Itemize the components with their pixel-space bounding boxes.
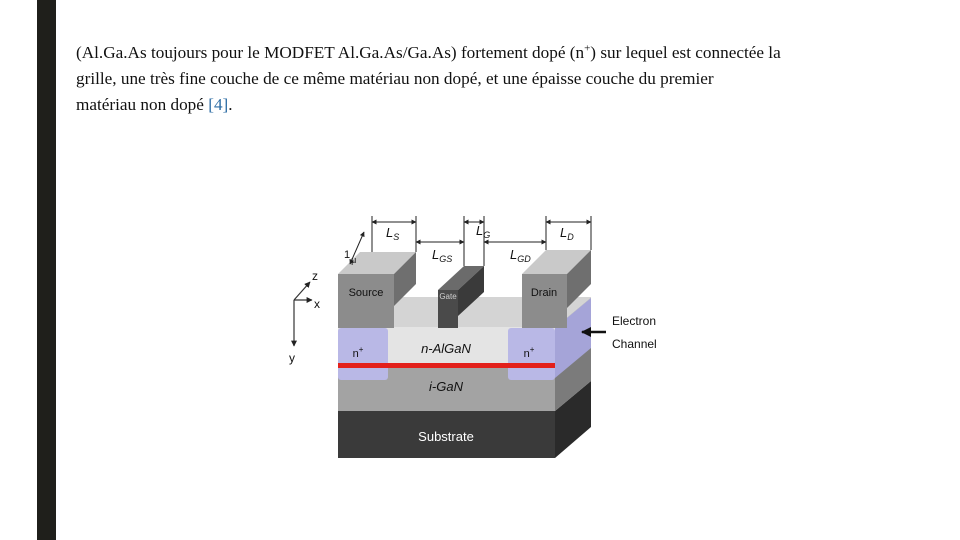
drain-contact-top xyxy=(522,250,591,274)
dimension-labels: LS LGS LG LGD LD 1μ xyxy=(344,223,574,265)
source-contact-side xyxy=(394,252,416,306)
n-plus-right-label: n+ xyxy=(524,345,535,360)
coordinate-axes xyxy=(291,281,313,347)
lg-label: LG xyxy=(476,223,490,240)
ls-label: LS xyxy=(386,225,399,242)
source-label: Source xyxy=(349,287,384,299)
substrate-label: Substrate xyxy=(418,429,474,444)
paragraph-line-1: (Al.Ga.As toujours pour le MODFET Al.Ga.… xyxy=(76,42,781,62)
modfet-structure-figure: Substrate i-GaN n-AlGaN n+ n+ Source Gat… xyxy=(289,216,657,458)
drain-contact-side xyxy=(567,250,591,308)
paragraph-line-2: grille, une très fine couche de ce même … xyxy=(76,69,714,88)
paragraph-line-3: matériau non dopé [4]. xyxy=(76,95,233,114)
axis-z-label: z xyxy=(312,269,318,283)
channel-under-source xyxy=(338,363,388,368)
barrier-label: n-AlGaN xyxy=(421,341,471,356)
axis-y-label: y xyxy=(289,351,295,365)
gate-contact-side xyxy=(458,266,484,316)
drain-contact xyxy=(522,274,567,328)
drain-label: Drain xyxy=(531,287,557,299)
gate-contact xyxy=(438,290,458,328)
ld-label: LD xyxy=(560,225,574,242)
source-contact xyxy=(338,274,394,328)
callout-line-2: Channel xyxy=(612,337,657,351)
buffer-label: i-GaN xyxy=(429,379,464,394)
callout-line-1: Electron xyxy=(612,314,656,328)
n-plus-left-label: n+ xyxy=(353,345,364,360)
n-plus-right-side xyxy=(555,298,591,378)
n-plus-right xyxy=(508,328,555,380)
lgd-label: LGD xyxy=(510,247,531,264)
citation-link[interactable]: [4] xyxy=(208,95,229,114)
axis-x-label: x xyxy=(314,297,320,311)
gate-label: Gate xyxy=(439,292,457,301)
slide-paragraph: (Al.Ga.As toujours pour le MODFET Al.Ga.… xyxy=(76,40,906,118)
lgs-label: LGS xyxy=(432,247,452,264)
slide-left-bar xyxy=(37,0,56,540)
channel-under-drain xyxy=(508,363,555,368)
electron-channel xyxy=(338,363,555,368)
n-plus-left xyxy=(338,328,388,380)
gate-contact-top xyxy=(438,266,484,290)
dimension-markers xyxy=(349,216,592,266)
substrate-layer xyxy=(338,411,555,458)
thickness-label: 1μ xyxy=(344,249,356,265)
